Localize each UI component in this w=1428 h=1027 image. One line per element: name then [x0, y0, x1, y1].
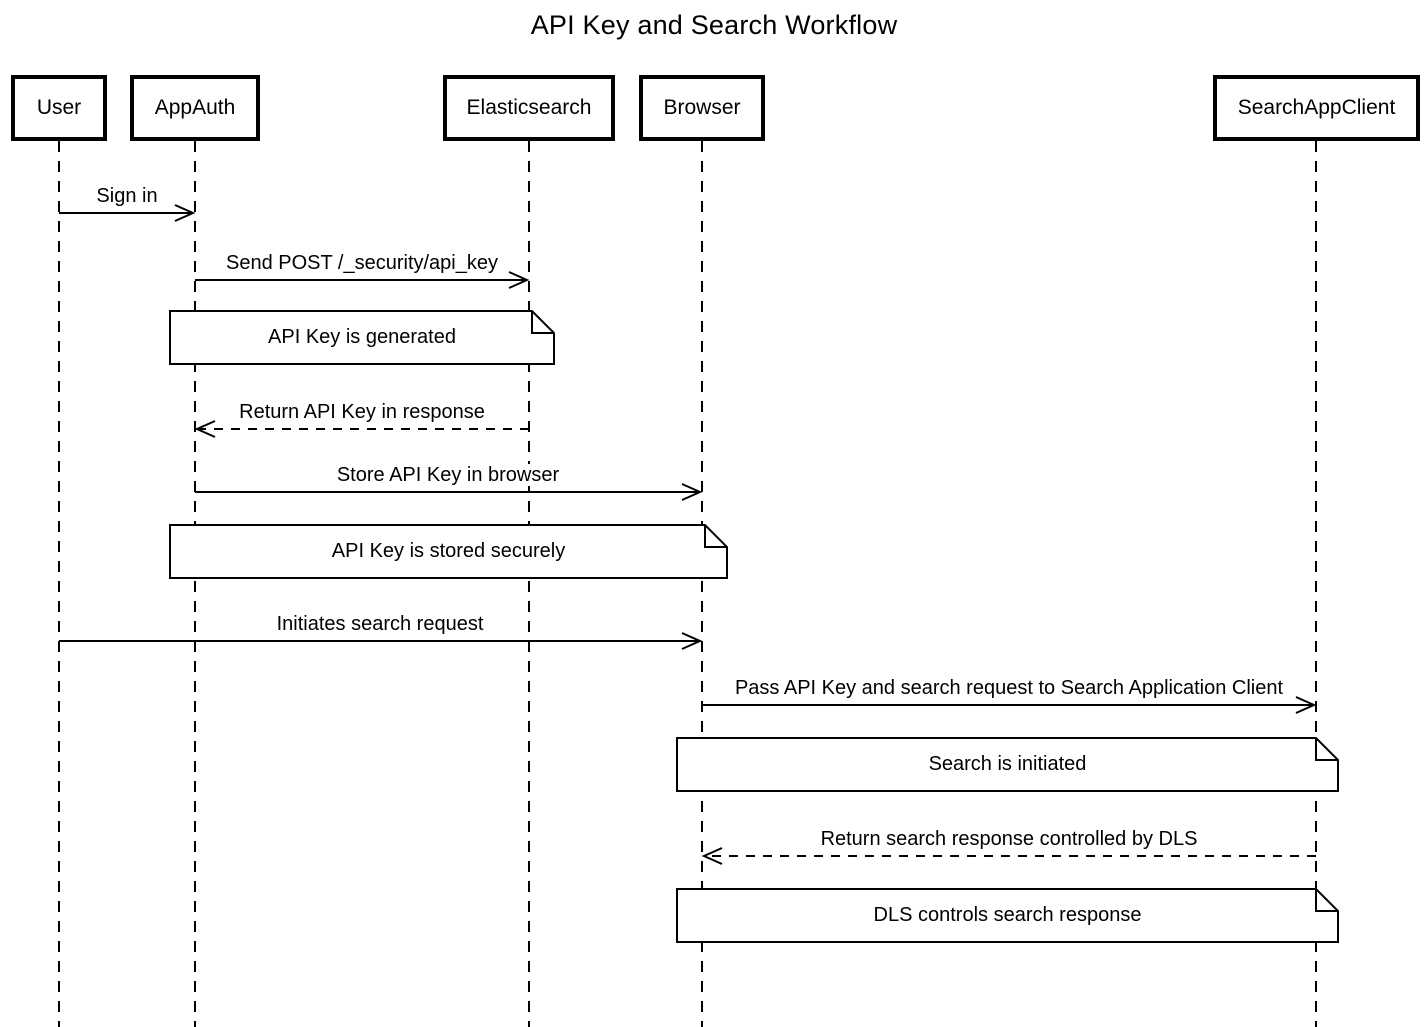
participant-user: User [11, 75, 107, 141]
note-body [676, 737, 1339, 792]
arrowhead-right-icon [681, 483, 703, 501]
message-label-sign-in: Sign in [93, 185, 161, 207]
note-shape-dls-controls [676, 888, 1339, 943]
note-fold-icon [1315, 889, 1338, 912]
participant-label: User [36, 96, 82, 119]
arrowhead-left-icon [701, 847, 723, 865]
message-label-store-api-key: Store API Key in browser [333, 464, 563, 486]
arrow-store-api-key [195, 483, 703, 501]
message-label-initiates-search: Initiates search request [273, 613, 487, 635]
diagram-title: API Key and Search Workflow [530, 10, 898, 40]
participant-label: Browser [663, 96, 741, 119]
arrowhead-right-icon [508, 271, 530, 289]
note-label-search-initiated: Search is initiated [928, 753, 1087, 775]
arrow-pass-api-key [702, 696, 1317, 714]
participant-label: AppAuth [154, 96, 236, 119]
participant-label: Elasticsearch [466, 96, 592, 119]
note-fold-icon [531, 311, 554, 334]
note-label-api-key-generated: API Key is generated [268, 326, 456, 348]
note-body [676, 888, 1339, 943]
arrowhead-left-icon [194, 420, 216, 438]
participant-appauth: AppAuth [130, 75, 260, 141]
message-label-return-search-response: Return search response controlled by DLS [817, 828, 1201, 850]
arrow-return-search-response [701, 847, 1316, 865]
note-shape-search-initiated [676, 737, 1339, 792]
participant-browser: Browser [639, 75, 765, 141]
message-label-send-post: Send POST /_security/api_key [223, 252, 501, 274]
arrowhead-right-icon [1295, 696, 1317, 714]
arrow-initiates-search [59, 632, 703, 650]
note-fold-icon [704, 525, 727, 548]
note-shape-api-key-stored [169, 524, 728, 579]
arrowhead-right-icon [174, 204, 196, 222]
arrow-sign-in [59, 204, 196, 222]
message-label-return-api-key: Return API Key in response [236, 401, 488, 423]
participant-label: SearchAppClient [1237, 96, 1396, 119]
note-label-dls-controls: DLS controls search response [873, 904, 1142, 926]
participant-searchappclient: SearchAppClient [1213, 75, 1420, 141]
note-body [169, 524, 728, 579]
note-shape-api-key-generated [169, 310, 555, 365]
arrow-send-post [195, 271, 530, 289]
note-label-api-key-stored: API Key is stored securely [331, 540, 566, 562]
message-label-pass-api-key: Pass API Key and search request to Searc… [731, 677, 1287, 699]
arrowhead-right-icon [681, 632, 703, 650]
arrow-return-api-key [194, 420, 529, 438]
note-fold-icon [1315, 738, 1338, 761]
participant-elasticsearch: Elasticsearch [443, 75, 615, 141]
note-body [169, 310, 555, 365]
